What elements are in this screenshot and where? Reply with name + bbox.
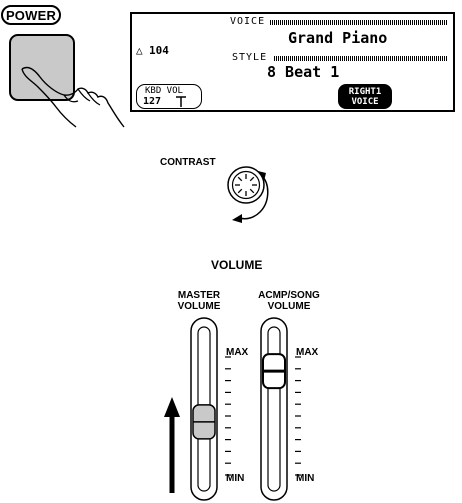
slider-mini-icon	[176, 96, 186, 107]
master-scale-ticks	[225, 356, 231, 476]
lcd-display: VOICE Grand Piano △ 104 STYLE 8 Beat 1 K…	[130, 12, 455, 112]
volume-sliders	[164, 317, 301, 501]
volume-heading: VOLUME	[211, 258, 263, 272]
kbd-vol-value: 127	[143, 96, 162, 107]
master-volume-slider[interactable]	[192, 404, 216, 440]
acmp-max-label: MAX	[296, 347, 319, 358]
acmp-min-label: MIN	[296, 473, 315, 484]
badge-line1: RIGHT1	[348, 86, 382, 97]
acmp-volume-line2: VOLUME	[267, 301, 311, 312]
right1-voice-badge: RIGHT1 VOICE	[338, 84, 392, 109]
master-min-label: MIN	[226, 473, 245, 484]
style-hatch	[274, 56, 448, 61]
up-arrow-icon	[164, 397, 180, 493]
contrast-label: CONTRAST	[160, 157, 216, 168]
style-caption: STYLE	[232, 52, 268, 63]
voice-name: Grand Piano	[288, 29, 388, 47]
kbd-vol-caption: KBD VOL	[145, 86, 183, 96]
kbd-vol-box: KBD VOL 127	[136, 84, 202, 109]
power-label: POWER	[1, 5, 61, 25]
acmp-volume-line1: ACMP/SONG	[258, 290, 320, 301]
tempo-value: 104	[149, 44, 169, 57]
hand-pointer-icon	[21, 66, 125, 128]
metronome-icon: △	[136, 44, 143, 57]
acmp-volume-track	[260, 317, 288, 501]
master-volume-label: MASTER VOLUME	[168, 290, 230, 312]
power-button[interactable]	[9, 34, 75, 101]
acmp-volume-label: ACMP/SONG VOLUME	[252, 290, 326, 312]
style-name: 8 Beat 1	[267, 63, 340, 81]
power-label-text: POWER	[5, 7, 57, 23]
acmp-scale-ticks	[295, 356, 301, 476]
contrast-knob-icon[interactable]	[220, 158, 304, 226]
voice-caption: VOICE	[230, 16, 266, 27]
master-max-label: MAX	[226, 347, 249, 358]
badge-line2: VOICE	[351, 96, 379, 107]
master-volume-line1: MASTER	[177, 290, 221, 301]
master-volume-line2: VOLUME	[177, 301, 221, 312]
voice-hatch	[270, 20, 448, 25]
acmp-volume-slider[interactable]	[262, 353, 286, 390]
